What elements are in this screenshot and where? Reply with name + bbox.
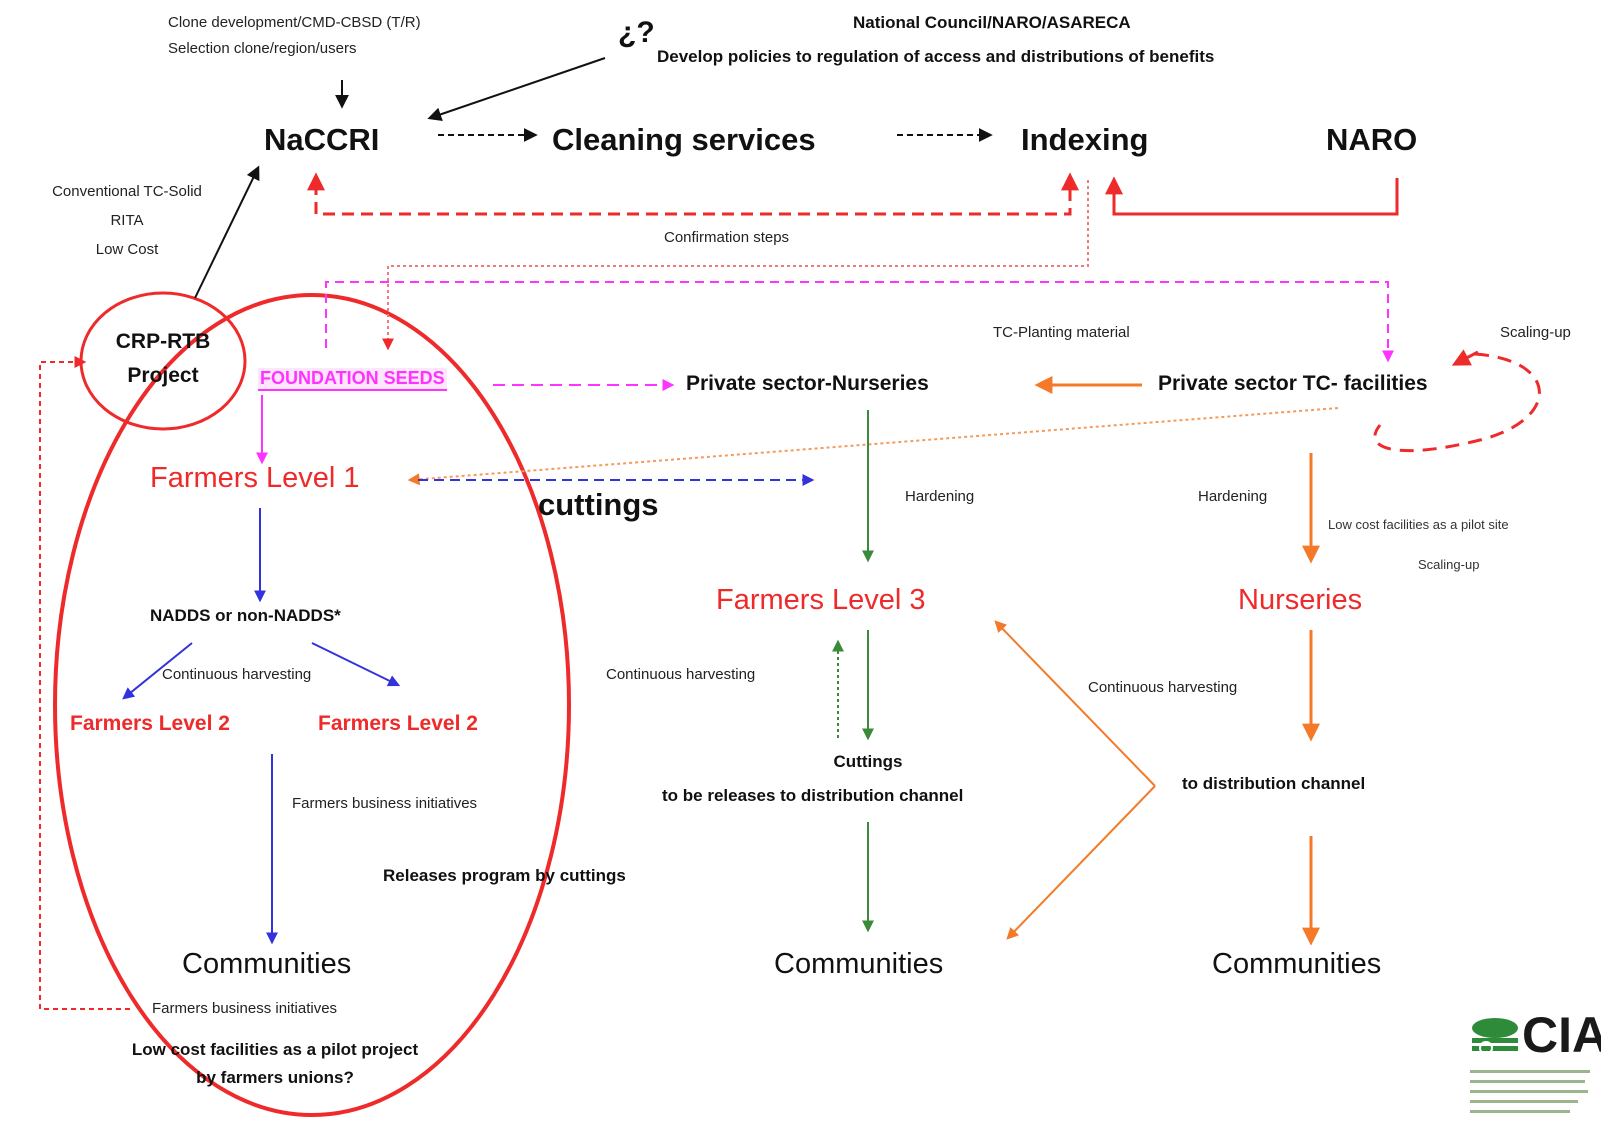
develop-policies-label: Develop policies to regulation of access… (657, 47, 1215, 66)
cuttings-release-label: Cuttings (833, 752, 903, 771)
crp-to-naccri-arrow (194, 165, 260, 299)
confirmation-steps-label: Confirmation steps (664, 229, 790, 246)
logo-text: CIA (1522, 1007, 1601, 1063)
national-council-label: National Council/NARO/ASARECA (853, 13, 1131, 32)
low-cost-pilot-site-label: Low cost facilities as a pilot site (1328, 517, 1509, 532)
farmers-level-1-node: Farmers Level 1 (150, 462, 360, 494)
scaling-up-loop (1373, 352, 1541, 453)
indexing-to-foundation-dotted (382, 180, 1089, 351)
rita-label: RITA (110, 212, 144, 229)
private-sector-tc-node: Private sector TC- facilities (1158, 372, 1428, 395)
continuous-harvesting-label-1: Continuous harvesting (162, 666, 312, 683)
crp-rtb-label: CRP-RTB (115, 330, 211, 353)
communities-node-2: Communities (774, 948, 944, 980)
logo-line-3 (1470, 1090, 1588, 1093)
indexing-node: Indexing (1021, 122, 1149, 157)
question-mark-label: ¿? (618, 16, 655, 49)
confirmation-loop (314, 180, 1072, 216)
private-sector-nurseries-node: Private sector-Nurseries (686, 372, 929, 395)
crp-rtb-circle (79, 291, 247, 431)
low-cost-label: Low Cost (95, 241, 159, 258)
tc-to-farmers1-dotted (407, 407, 1339, 486)
ciat-logo: CIA (1470, 1007, 1601, 1120)
nadds-to-l2b-arrow (311, 642, 401, 687)
cleaning-services-node: Cleaning services (552, 122, 816, 157)
nadds-node: NADDS or non-NADDS* (150, 606, 341, 625)
scaling-up-mid-label: Scaling-up (1418, 557, 1480, 572)
communities-feedback-loop (39, 356, 130, 1010)
logo-line-4 (1470, 1100, 1578, 1103)
nurseries-node: Nurseries (1238, 584, 1363, 616)
farmers-level-2a-node: Farmers Level 2 (70, 712, 230, 735)
continuous-harvesting-label-2: Continuous harvesting (606, 666, 756, 683)
clone-development-label: Clone development/CMD-CBSD (T/R) (168, 14, 421, 31)
low-cost-pilot-project-label: Low cost facilities as a pilot project (131, 1040, 419, 1059)
logo-line-5 (1470, 1110, 1570, 1113)
conventional-tc-label: Conventional TC-Solid (52, 183, 202, 200)
farmers-level-3-node: Farmers Level 3 (716, 584, 926, 616)
distribution-to-communities3-arrow (1006, 785, 1156, 940)
logo-line-2 (1470, 1080, 1585, 1083)
hardening-label-2: Hardening (1198, 488, 1268, 505)
farmers-level-2b-node: Farmers Level 2 (318, 712, 478, 735)
logo-line-1 (1470, 1070, 1590, 1073)
continuous-harvesting-label-3: Continuous harvesting (1088, 679, 1238, 696)
hardening-label-1: Hardening (905, 488, 975, 505)
naro-node: NARO (1326, 122, 1418, 157)
scaling-up-top-label: Scaling-up (1500, 324, 1571, 341)
communities-node-1: Communities (182, 948, 352, 980)
foundation-seeds-node: FOUNDATION SEEDS (258, 368, 447, 391)
farmers-business-initiatives-label-1: Farmers business initiatives (292, 795, 478, 812)
releases-program-label: Releases program by cuttings (383, 866, 626, 885)
tc-planting-material-label: TC-Planting material (993, 324, 1130, 341)
farmers-unions-label: by farmers unions? (196, 1068, 354, 1087)
leaf-icon (1472, 1018, 1518, 1055)
to-be-released-label: to be releases to distribution channel (662, 786, 964, 805)
naro-to-indexing-line (1105, 176, 1399, 216)
to-distribution-channel-node: to distribution channel (1182, 774, 1366, 793)
project-scope-ellipse (53, 293, 571, 1117)
communities-node-3: Communities (1212, 948, 1382, 980)
selection-clone-label: Selection clone/region/users (168, 40, 357, 57)
question-to-naccri-arrow (427, 57, 606, 121)
nadds-to-l2a-arrow (122, 642, 193, 700)
farmers-business-initiatives-label-2: Farmers business initiatives (152, 1000, 338, 1017)
naccri-node: NaCCRI (264, 122, 380, 157)
scaling-up-arrowhead (1451, 349, 1479, 366)
project-label: Project (127, 364, 199, 387)
distribution-to-farmers3-arrow (994, 620, 1156, 787)
cuttings-label: cuttings (538, 487, 659, 522)
magenta-bracket (325, 281, 1394, 363)
